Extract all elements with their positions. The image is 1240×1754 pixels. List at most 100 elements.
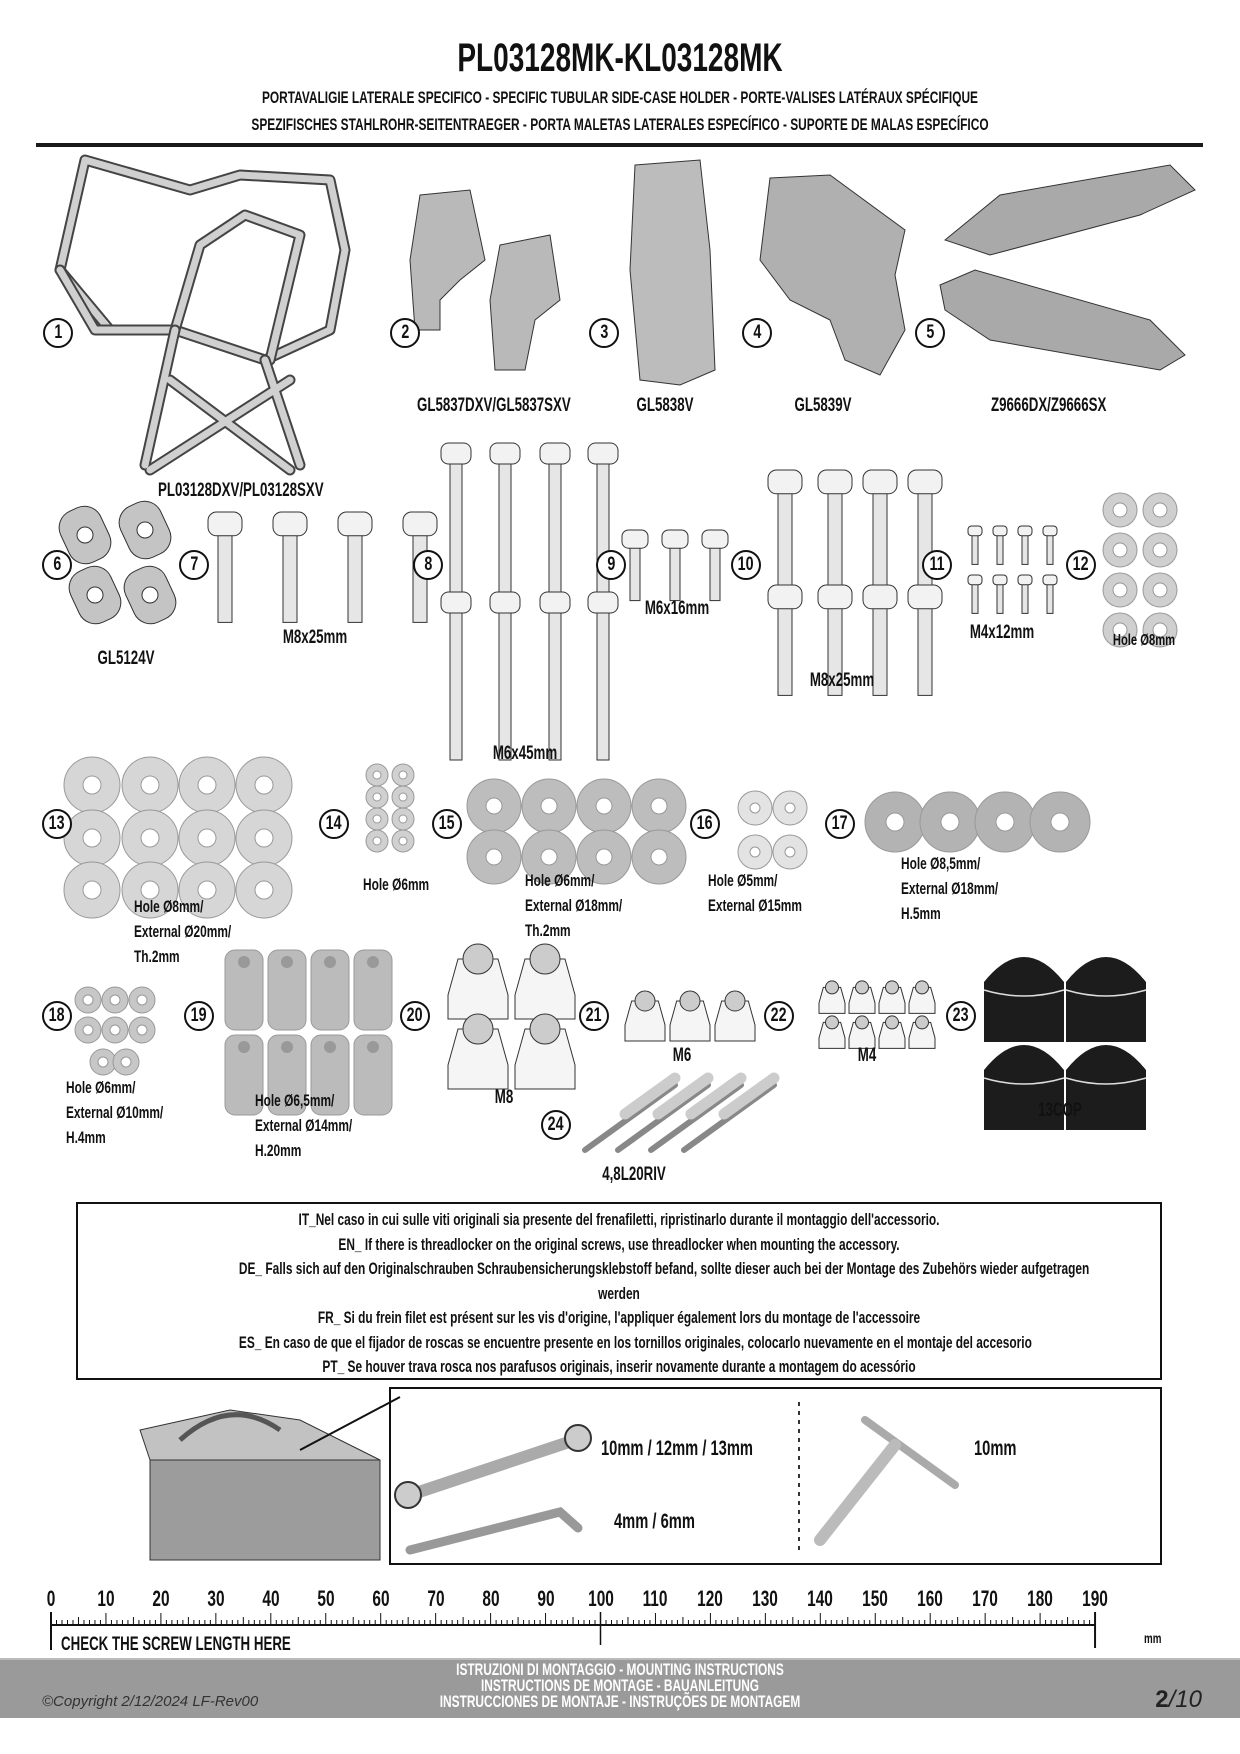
bolt-m6x45-shaft bbox=[449, 460, 463, 602]
lock-nut-m8-insert bbox=[462, 943, 494, 975]
part-callout-3: 3 bbox=[589, 318, 619, 348]
bracket-plate-right bbox=[409, 189, 486, 331]
part-20-size: M8 bbox=[494, 1087, 514, 1108]
rivet-mandrel bbox=[582, 1082, 678, 1153]
allen-key bbox=[405, 1507, 583, 1555]
lock-washer-m6-hole bbox=[398, 836, 408, 846]
bolt-m6x45-head bbox=[489, 591, 521, 614]
socket-wrench-size: 10mm bbox=[974, 1437, 1017, 1460]
lock-washer-hole bbox=[1152, 582, 1168, 598]
page-number: 2/10 bbox=[1155, 1686, 1202, 1714]
page-title: PL03128MK-KL03128MK bbox=[457, 36, 783, 80]
part-callout-17: 17 bbox=[825, 809, 855, 839]
subtitle-line-2: SPEZIFISCHES STAHLROHR-SEITENTRAEGER - P… bbox=[251, 115, 989, 134]
spacer-h4-hole bbox=[82, 994, 94, 1006]
lock-washer-hole bbox=[1152, 622, 1168, 638]
nut-cap-rim bbox=[1065, 989, 1147, 997]
bolt-m4x12-shaft bbox=[1021, 533, 1029, 565]
lock-nut-m4 bbox=[908, 1021, 936, 1049]
lock-nut-m4-insert bbox=[855, 980, 869, 995]
lock-nut-m8-insert bbox=[462, 1013, 494, 1045]
frame-left-half-outline bbox=[54, 209, 306, 366]
washer-m8-20-hole bbox=[82, 828, 102, 848]
part-1-code: PL03128DXV/PL03128SXV bbox=[158, 480, 324, 501]
spec-line: H.20mm bbox=[255, 1141, 302, 1160]
lock-washer-m6-hole bbox=[372, 792, 382, 802]
lock-nut-m4-insert bbox=[915, 980, 929, 995]
bolt-m6x45-shaft bbox=[596, 609, 610, 761]
bolt-m8x25-button-shaft bbox=[872, 489, 888, 591]
part-callout-10: 10 bbox=[731, 550, 761, 580]
bolt-m4x12-head bbox=[967, 574, 983, 586]
bolt-m6x45-head bbox=[539, 442, 571, 465]
note-es: ES_ En caso de que el fijador de roscas … bbox=[238, 1332, 1032, 1352]
spacer-h20-hole bbox=[281, 1041, 293, 1053]
spec-line: H.4mm bbox=[66, 1128, 106, 1147]
lock-nut-m6 bbox=[624, 1000, 666, 1042]
bolt-m4x12-shaft bbox=[996, 582, 1004, 614]
spacer-h20-hole bbox=[238, 1041, 250, 1053]
bolt-m6x16-head bbox=[661, 529, 689, 549]
part-callout-19: 19 bbox=[184, 1001, 214, 1031]
bolt-m6x16-head bbox=[701, 529, 729, 549]
lock-nut-m4 bbox=[818, 1021, 846, 1049]
lock-nut-m6-insert bbox=[679, 990, 701, 1012]
note-de-cont: werden bbox=[598, 1283, 640, 1303]
lock-nut-m4 bbox=[878, 986, 906, 1014]
part-callout-4: 4 bbox=[742, 318, 772, 348]
spec-line: Hole Ø8mm/ bbox=[134, 897, 204, 916]
plate-gl5838v bbox=[629, 159, 716, 386]
spacer-8-5-hole bbox=[940, 812, 960, 832]
spacer-h20 bbox=[353, 949, 393, 1031]
lock-washer-m6-hole bbox=[372, 770, 382, 780]
part-16-spec: Hole Ø5mm/ External Ø15mm bbox=[708, 868, 802, 918]
bracket-gl5839v bbox=[759, 174, 906, 376]
bolt-m4x12-head bbox=[1017, 525, 1033, 537]
bolt-m8x25-button-head bbox=[907, 469, 943, 495]
lock-nut-m6-insert bbox=[724, 990, 746, 1012]
spec-line: Hole Ø8,5mm/ bbox=[901, 854, 981, 873]
part-22-size: M4 bbox=[857, 1045, 877, 1066]
ruler-tick-label: 100 bbox=[587, 1586, 614, 1611]
ruler-tick-label: 50 bbox=[317, 1586, 335, 1611]
callout-number: 11 bbox=[929, 554, 945, 575]
part-9-size: M6x16mm bbox=[644, 598, 710, 619]
lock-washer-hole bbox=[1152, 542, 1168, 558]
callout-number: 4 bbox=[753, 322, 761, 343]
ruler-tick-label: 170 bbox=[972, 1586, 998, 1611]
ruler-tick-label: 10 bbox=[97, 1586, 115, 1611]
part-3-code: GL5838V bbox=[636, 395, 694, 416]
spec-line: External Ø18mm/ bbox=[525, 896, 623, 915]
part-callout-6: 6 bbox=[42, 550, 72, 580]
callout-number: 15 bbox=[439, 813, 455, 834]
weld-nut-hole bbox=[86, 586, 104, 604]
toolbox-handle bbox=[178, 1412, 282, 1442]
washer-m8-20-hole bbox=[82, 880, 102, 900]
lock-nut-m4 bbox=[908, 986, 936, 1014]
rivet-mandrel bbox=[681, 1082, 777, 1153]
ruler-tick-label: 80 bbox=[482, 1586, 500, 1611]
washer-m6-18-hole bbox=[595, 797, 613, 815]
lock-washer-m6-hole bbox=[398, 814, 408, 824]
footer-bar bbox=[0, 1658, 1240, 1718]
spacer-h4-hole bbox=[120, 1056, 132, 1068]
spec-line: External Ø18mm/ bbox=[901, 879, 999, 898]
part-11-size: M4x12mm bbox=[969, 622, 1035, 643]
part-callout-18: 18 bbox=[42, 1001, 72, 1031]
washer-m5-15-hole bbox=[784, 846, 796, 858]
frame-crossbars bbox=[141, 326, 304, 474]
bolt-m6x16-shaft bbox=[629, 545, 641, 602]
lock-nut-m4-insert bbox=[885, 1015, 899, 1030]
callout-number: 5 bbox=[926, 322, 934, 343]
note-de: DE_ Falls sich auf den Originalschrauben… bbox=[238, 1259, 1090, 1278]
lock-nut-m6-insert bbox=[634, 990, 656, 1012]
footer-line-2: INSTRUCTIONS DE MONTAGE - BAUANLEITUNG bbox=[480, 1676, 760, 1695]
spec-line: External Ø20mm/ bbox=[134, 922, 232, 941]
part-callout-16: 16 bbox=[690, 809, 720, 839]
weld-nut-hole bbox=[141, 586, 159, 604]
footer-line-1: ISTRUZIONI DI MONTAGGIO - MOUNTING INSTR… bbox=[456, 1660, 784, 1679]
bracket-plate-left bbox=[489, 234, 561, 371]
toolbox-body bbox=[149, 1459, 381, 1561]
bolt-m4x12-head bbox=[967, 525, 983, 537]
spacer-h20 bbox=[353, 1034, 393, 1116]
